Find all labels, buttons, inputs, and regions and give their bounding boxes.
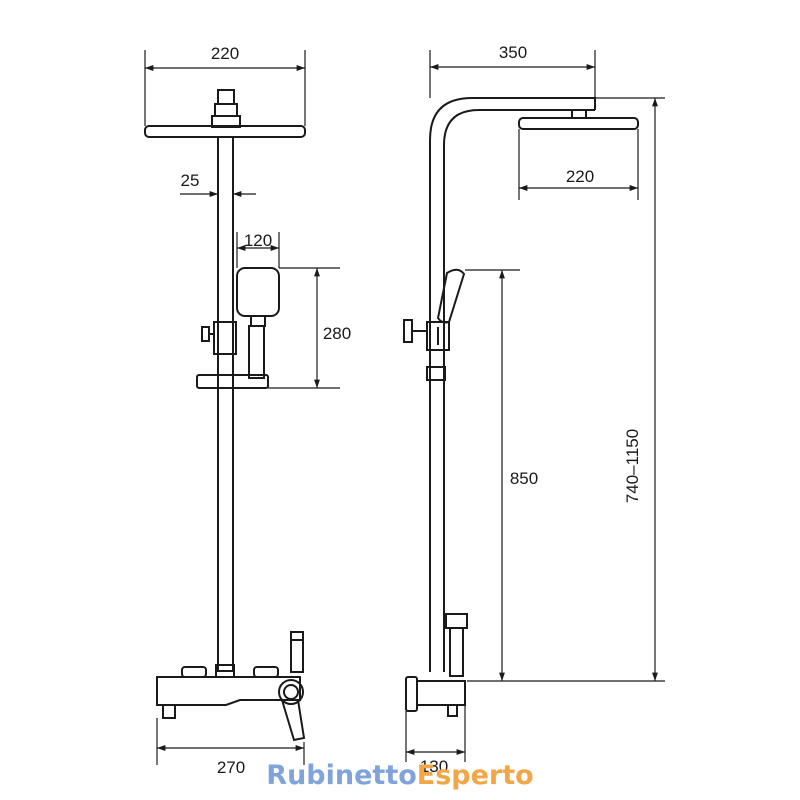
side-mixer-depth-label: 130: [420, 757, 448, 776]
side-hand-shower: [436, 268, 466, 324]
side-spout: [447, 704, 458, 717]
front-mixer-cap-right: [253, 666, 279, 678]
front-mixer-lever: [280, 699, 306, 742]
side-shower-head: [518, 117, 639, 130]
front-view: [144, 89, 306, 742]
side-head-width-label: 220: [566, 167, 594, 186]
side-holder-stem: [449, 627, 464, 677]
front-mixer-dial-outer: [278, 679, 304, 705]
front-head-width-label: 220: [211, 44, 239, 63]
brand-part-1: Rubinetto: [266, 760, 417, 791]
front-mixer-cap-left: [181, 666, 207, 678]
brand-part-2: Esperto: [416, 760, 534, 791]
side-arm-inner: [443, 109, 595, 672]
front-handshower-height-label: 280: [323, 324, 351, 343]
front-mixer-body: [156, 676, 301, 706]
side-arm-reach-label: 350: [499, 43, 527, 62]
side-head-connector: [571, 109, 587, 119]
front-mixer-riser-base: [215, 664, 235, 678]
side-slider-holder: [426, 366, 446, 381]
side-diverter-body: [426, 321, 450, 351]
front-slider-holder: [196, 374, 269, 389]
front-spout-outlet: [162, 704, 176, 719]
front-head-connector-mid: [214, 103, 238, 117]
front-hand-shower: [236, 267, 280, 317]
front-dimensions: [144, 50, 340, 765]
side-view: [403, 97, 639, 717]
side-dimensions: [405, 50, 665, 762]
side-arm-outer: [429, 97, 596, 672]
side-mixer-cap: [405, 676, 418, 712]
front-mixer-width-label: 270: [217, 758, 245, 777]
front-diverter-knob: [201, 326, 210, 342]
front-riser-pipe: [217, 136, 234, 672]
front-hand-shower-neck: [250, 315, 266, 327]
side-holder-height-label: 850: [510, 469, 538, 488]
front-diverter-body: [213, 321, 237, 355]
brand-logo: RubinettoEsperto: [0, 760, 800, 791]
side-diverter-knob: [403, 319, 413, 343]
side-holder-block: [445, 613, 468, 629]
front-mixer-dial-inner: [283, 684, 299, 700]
side-total-height-label: 740–1150: [623, 429, 642, 503]
front-head-connector-top: [217, 89, 235, 105]
front-handshower-width-label: 120: [244, 231, 272, 250]
front-mixer-lever-post: [290, 631, 304, 673]
front-pipe-width-label: 25: [181, 171, 200, 190]
front-mixer-lever-cap: [290, 631, 304, 641]
front-hand-shower-handle: [248, 325, 265, 379]
side-mixer-body: [416, 680, 466, 706]
